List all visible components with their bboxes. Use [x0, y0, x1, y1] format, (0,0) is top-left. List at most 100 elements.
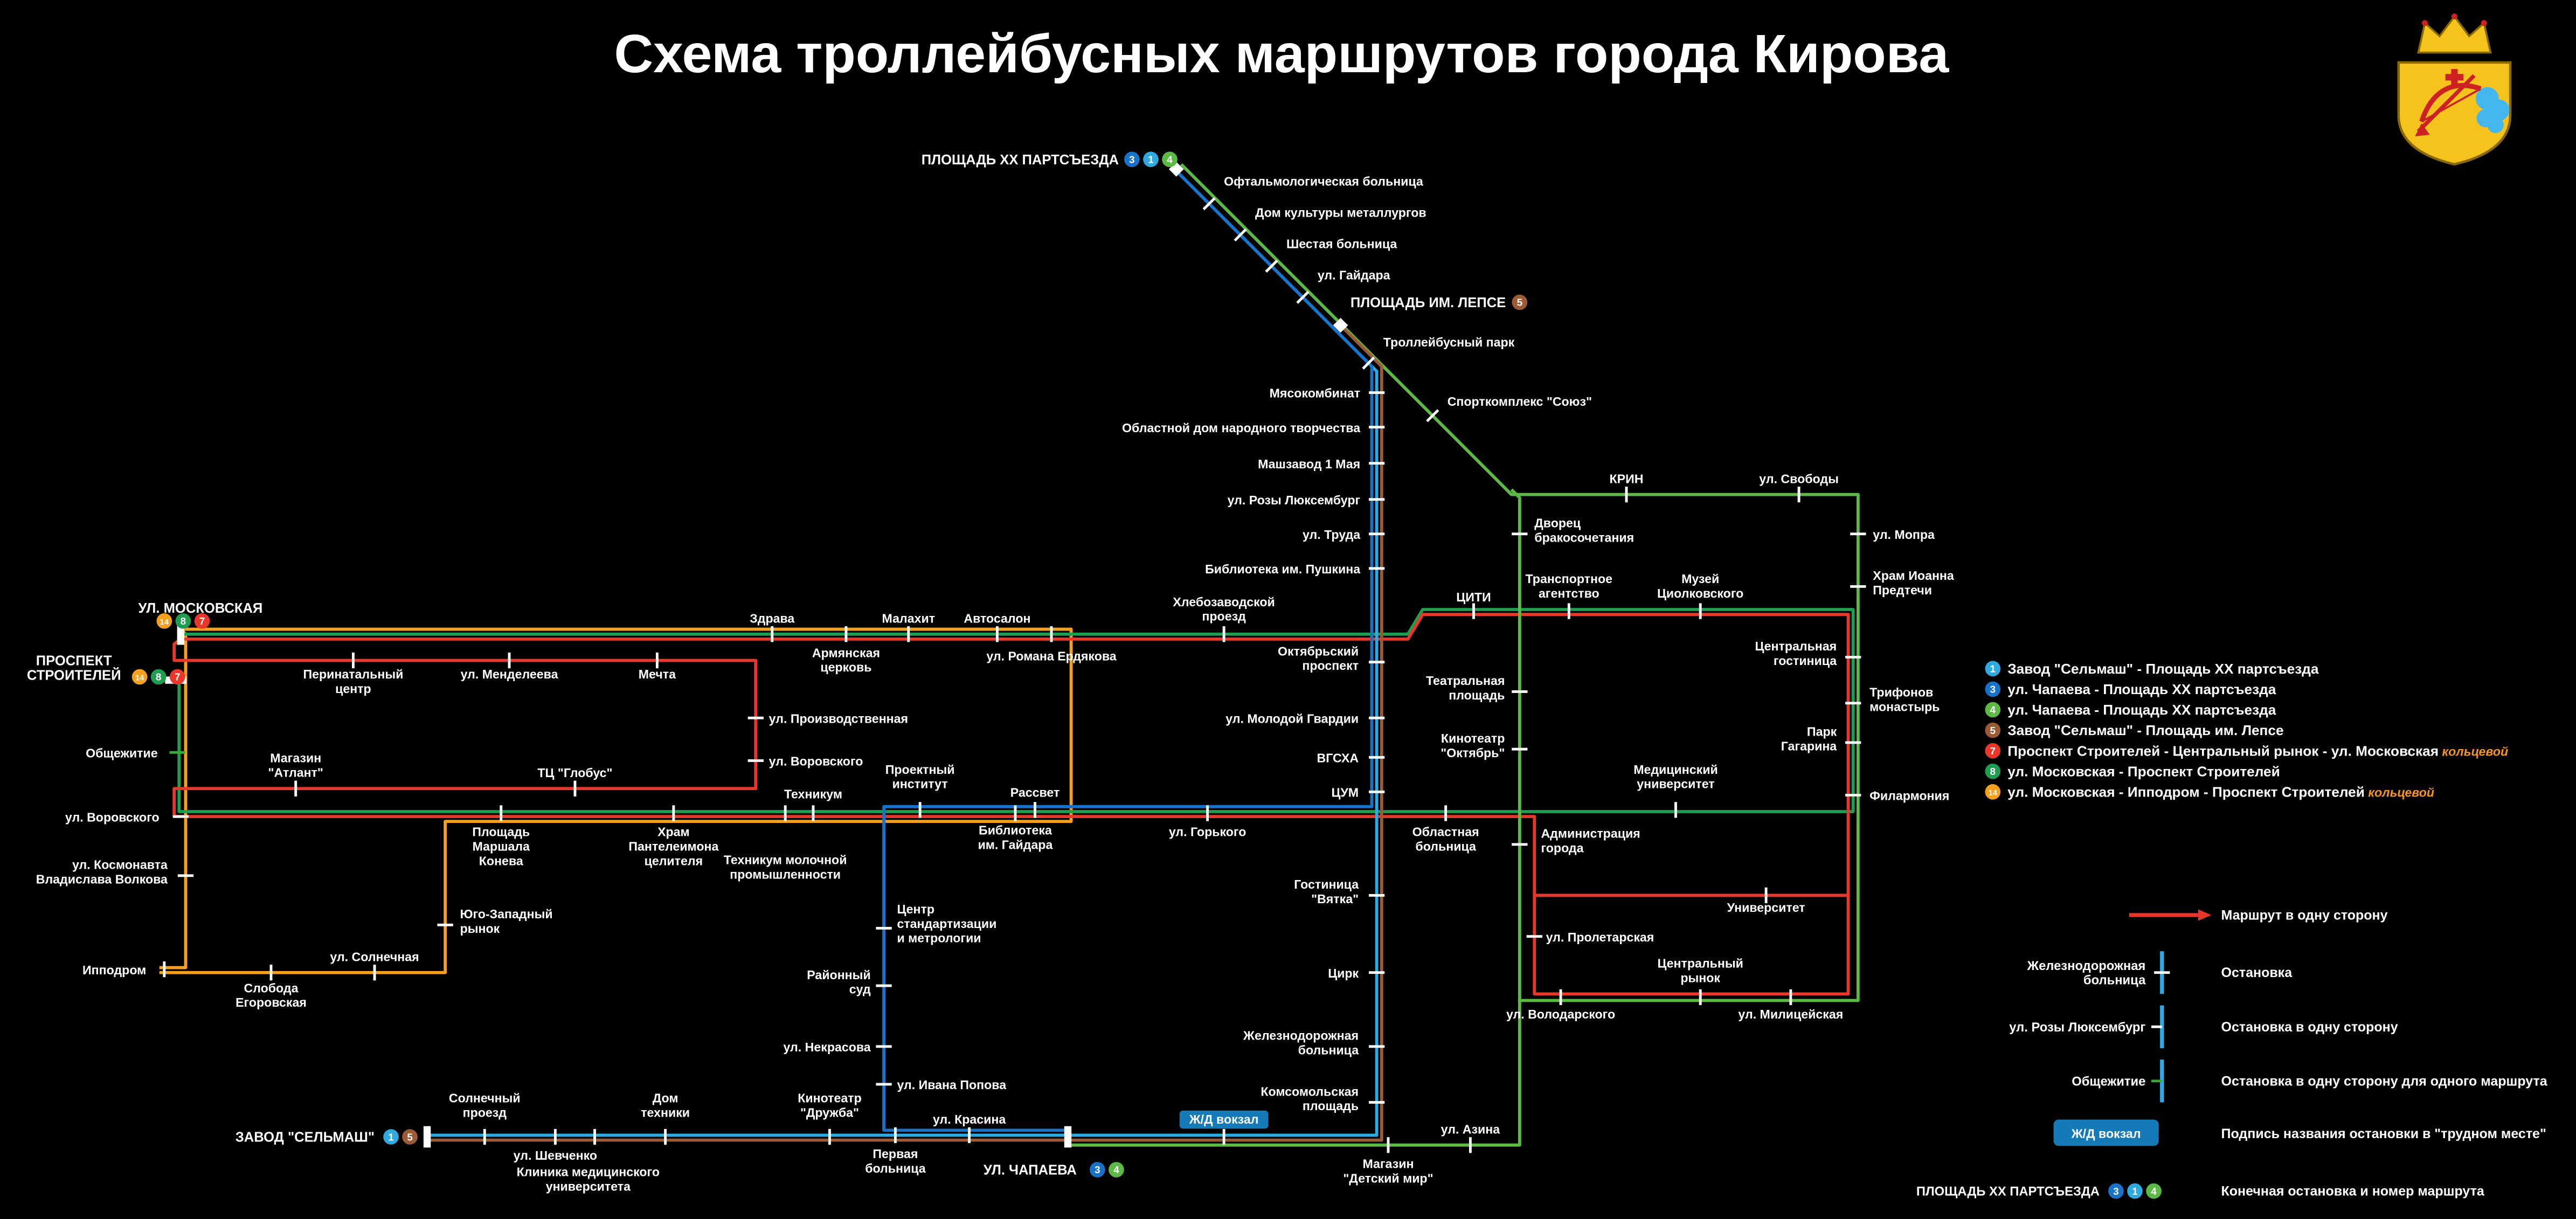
- stop-label: ул. Свободы: [1759, 472, 1839, 486]
- route-badge-circle: [2108, 1183, 2124, 1199]
- stop-tick: [1850, 585, 1866, 588]
- stop: ул. Пролетарская: [1526, 930, 1654, 944]
- route-badge-4: 4: [1985, 702, 2001, 718]
- route-badge-14: 14: [156, 613, 172, 629]
- terminal-label: УЛ. ЧАПАЕВА: [984, 1163, 1077, 1178]
- stop: Малахит: [882, 611, 935, 642]
- stop-tick: [771, 626, 774, 642]
- terminal-marker: [177, 623, 185, 645]
- stop: Автосалон: [964, 611, 1030, 642]
- stop-label: Кинотеатр"Октябрь": [1441, 731, 1505, 760]
- route-badge-number: 8: [181, 616, 186, 627]
- stop: ул. Воровского: [65, 810, 189, 824]
- stop-label: Здрава: [750, 611, 795, 625]
- stop-tick: [1014, 805, 1017, 821]
- cloud-icon: [2476, 87, 2510, 133]
- route-badge-5: 5: [1512, 294, 1528, 310]
- stop-label: Библиотека им. Пушкина: [1205, 562, 1361, 576]
- stop: ЦУМ: [1331, 786, 1385, 800]
- stop-tick: [784, 805, 787, 821]
- stop-label: ул. Мопра: [1873, 528, 1935, 542]
- route-badge-circle: [2127, 1183, 2143, 1199]
- stop-label: ул. Азина: [1441, 1122, 1501, 1136]
- route-lines: [159, 163, 1860, 1147]
- stop: Университет: [1727, 887, 1805, 915]
- stop-label: Техникум: [784, 787, 842, 801]
- stop-tick: [1845, 655, 1861, 659]
- crown-gem: [2422, 20, 2428, 26]
- stop-label: ул. Розы Люксембург: [1228, 493, 1361, 507]
- crown-icon: [2417, 15, 2492, 54]
- route-badge-number: 5: [407, 1132, 413, 1143]
- page-title: Схема троллейбусных маршрутов города Кир…: [614, 24, 1949, 84]
- stop: Библиотека им. Пушкина: [1205, 562, 1385, 576]
- stop-tick: [1845, 702, 1861, 705]
- stop-tick: [1368, 971, 1385, 974]
- legend-symbol-label: Остановка в одну сторону: [2221, 1020, 2398, 1035]
- route-badge-circle: [150, 669, 167, 685]
- stop: Здрава: [750, 611, 795, 642]
- stop-tick: [1368, 426, 1385, 429]
- stop-tick: [1368, 498, 1385, 501]
- stop-tick: [1362, 356, 1375, 370]
- stop-tick: [1202, 197, 1216, 211]
- stop: Спорткомплекс "Союз": [1426, 394, 1592, 423]
- stop-label: ул. Молодой Гвардии: [1225, 711, 1359, 725]
- oneway-arrow-icon: [2198, 909, 2212, 921]
- arrow-shaft: [2416, 74, 2476, 133]
- stop: ул. Горького: [1169, 805, 1246, 839]
- route-badge-number: 4: [1113, 1165, 1119, 1176]
- stop-label: Университет: [1727, 901, 1805, 915]
- stop-label: Рассвет: [1010, 786, 1060, 800]
- route-badge-circle: [1985, 722, 2001, 738]
- stop-tick-sample: [2151, 1025, 2162, 1028]
- stop: ул. Солнечная: [330, 950, 419, 981]
- stop-tick: [664, 1128, 667, 1145]
- stop-label: Кинотеатр"Дружба": [798, 1091, 862, 1120]
- stop-label: Спорткомплекс "Союз": [1448, 394, 1592, 408]
- route-badge-8: 8: [1985, 763, 2001, 779]
- stop-tick: [1368, 1101, 1385, 1104]
- route-badge-number: 8: [156, 672, 162, 683]
- stop: ВГСХА: [1317, 751, 1385, 765]
- stop: ул. Милицейская: [1738, 989, 1843, 1021]
- route-badge-number: 3: [1990, 684, 1996, 696]
- stop-tick: [172, 815, 189, 818]
- route-badge-number: 14: [1988, 788, 1997, 798]
- stop-label: Автосалон: [964, 611, 1030, 625]
- stop: ул. Красина: [933, 1112, 1006, 1144]
- route-badge-number: 4: [1167, 154, 1173, 165]
- stop-label: ул. Красина: [933, 1112, 1006, 1126]
- stop-tick: [1444, 805, 1448, 821]
- legend-route-text: Завод "Сельмаш" - Площадь им. Лепсе: [2007, 722, 2283, 738]
- stop: Цирк: [1328, 966, 1385, 980]
- stop-tick: [177, 874, 194, 877]
